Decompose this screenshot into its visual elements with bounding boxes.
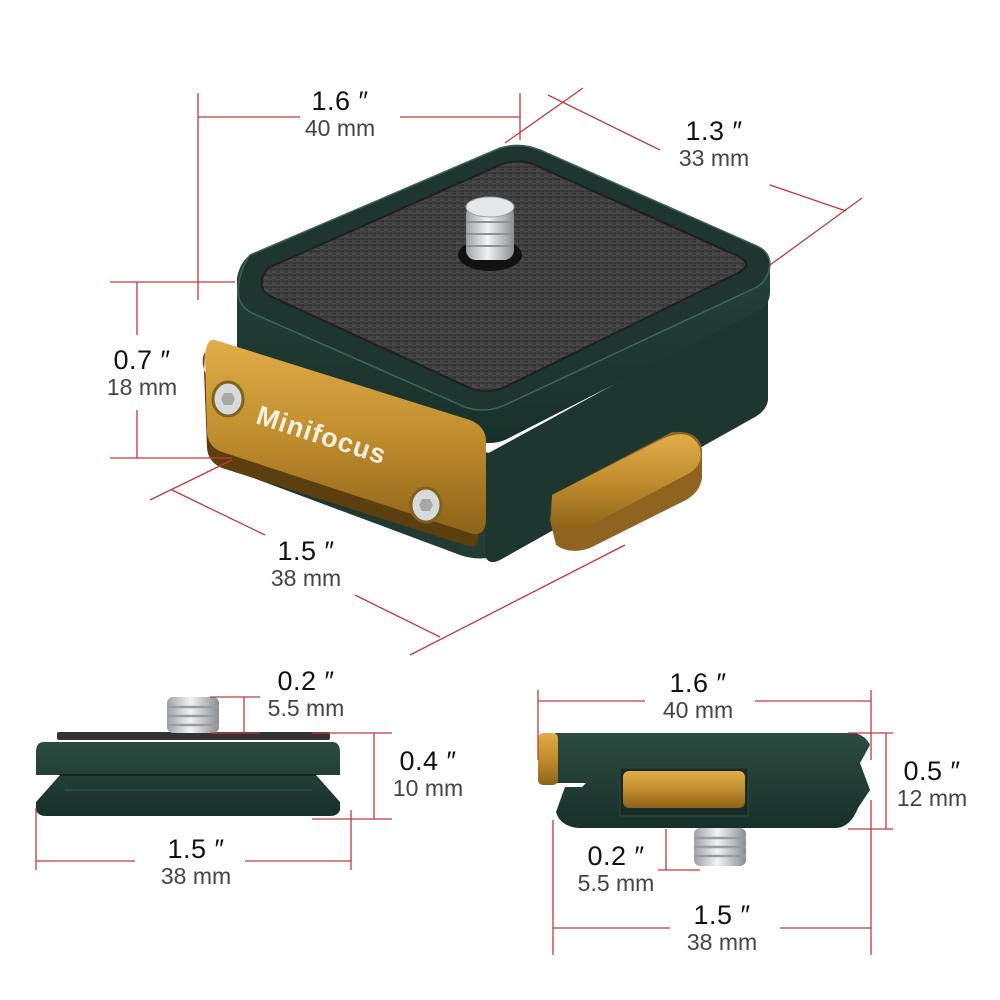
dim-inch: 0.4 ″ (399, 746, 457, 776)
gold-clamp-bar (202, 339, 486, 547)
main-product-view (202, 144, 771, 563)
dim-label-left-width: 1.5 ″ 38 mm (146, 836, 246, 888)
dim-mm: 5.5 mm (267, 695, 345, 721)
dim-label-left-thickness: 0.4 ″ 10 mm (378, 748, 478, 800)
top-pad-strip (57, 732, 330, 740)
dim-label-left-screw: 0.2 ″ 5.5 mm (256, 668, 356, 720)
dim-inch: 1.6 ″ (669, 668, 727, 698)
dim-mm: 38 mm (270, 565, 342, 591)
dim-inch: 0.2 ″ (277, 666, 335, 696)
dim-inch: 1.3 ″ (685, 116, 743, 146)
main-dimension-lines (110, 87, 863, 656)
screw-side-left (167, 697, 219, 733)
rubber-pad (260, 160, 747, 393)
dim-inch: 1.6 ″ (311, 86, 369, 116)
plate-body (36, 742, 340, 816)
dim-inch: 1.5 ″ (167, 834, 225, 864)
dim-label-right-overall-width: 1.6 ″ 40 mm (648, 670, 748, 722)
dim-label-main-depth: 1.3 ″ 33 mm (664, 118, 764, 170)
screw-side-right (694, 828, 746, 866)
dim-mm: 12 mm (896, 785, 968, 811)
dim-mm: 18 mm (106, 374, 178, 400)
right-side-view (538, 733, 870, 866)
dim-inch: 1.5 ″ (693, 900, 751, 930)
dim-label-main-height: 0.7 ″ 18 mm (92, 347, 192, 399)
gold-release-lever (550, 431, 702, 551)
dim-mm: 5.5 mm (577, 870, 655, 896)
dim-mm: 33 mm (678, 145, 750, 171)
dim-label-main-width-top: 1.6 ″ 40 mm (290, 88, 390, 140)
dim-label-right-screw: 0.2 ″ 5.5 mm (566, 843, 666, 895)
dim-inch: 0.7 ″ (113, 345, 171, 375)
right-dimension-lines (537, 690, 893, 955)
dim-label-right-thickness: 0.5 ″ 12 mm (882, 758, 982, 810)
left-dimension-lines (35, 696, 392, 870)
dim-label-right-base-width: 1.5 ″ 38 mm (672, 902, 772, 954)
dim-mm: 40 mm (662, 697, 734, 723)
dim-inch: 0.5 ″ (903, 756, 961, 786)
dim-inch: 1.5 ″ (277, 536, 335, 566)
dim-label-main-width-base: 1.5 ″ 38 mm (256, 538, 356, 590)
dim-mm: 40 mm (304, 115, 376, 141)
dim-inch: 0.2 ″ (587, 841, 645, 871)
dim-mm: 38 mm (160, 863, 232, 889)
dim-mm: 10 mm (392, 775, 464, 801)
left-side-view (36, 697, 340, 816)
lever-gold-side (623, 771, 745, 808)
clamp-gold-end (538, 733, 558, 785)
dim-mm: 38 mm (686, 929, 758, 955)
screw-quarter-inch (465, 196, 515, 260)
